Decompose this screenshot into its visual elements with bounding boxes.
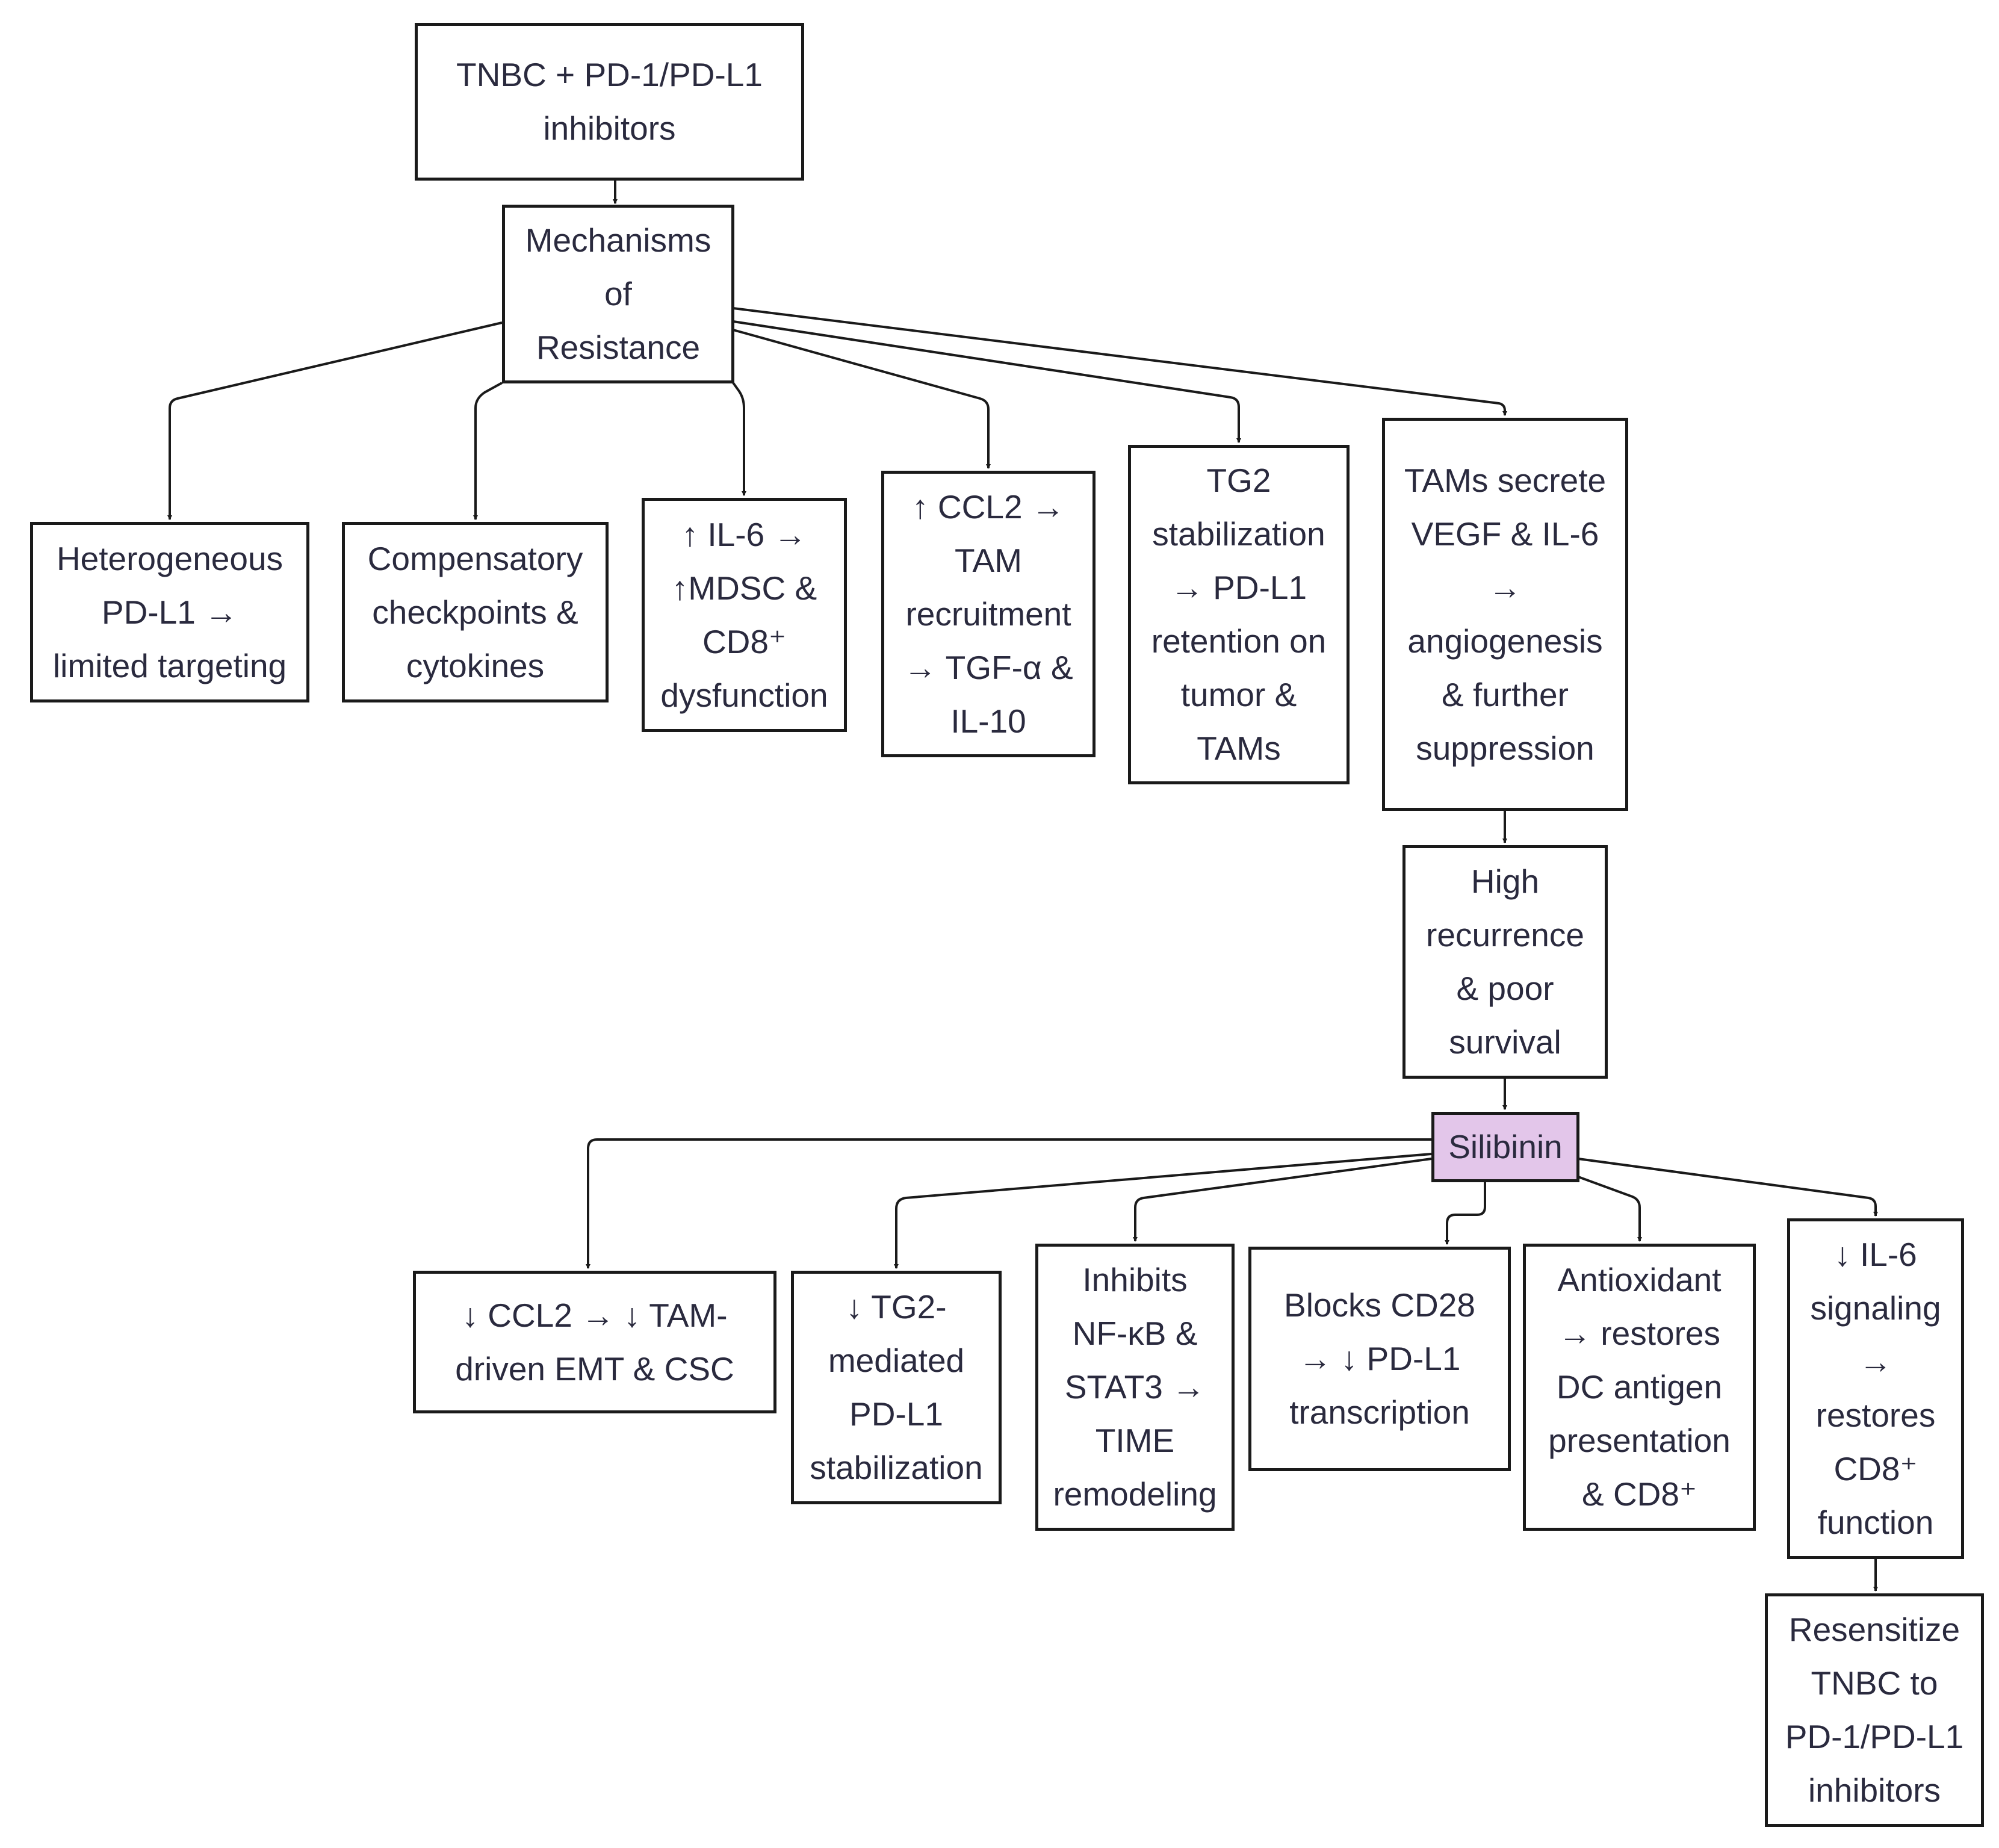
node-silibinin-label: Silibinin [1448, 1128, 1563, 1165]
node-tams-secrete: TAMs secrete VEGF & IL-6 → angiogenesis … [1382, 418, 1628, 811]
edge-silibinin-to-antioxidant [1578, 1176, 1642, 1242]
edge-silibinin-to-tg2-down [894, 1153, 1432, 1269]
edge-mechanisms-to-compensatory [473, 382, 503, 520]
node-inhibits-nfkb-label: Inhibits NF-κB & STAT3 → TIME remodeling [1053, 1261, 1217, 1513]
node-tg2-stabilization: TG2 stabilization → PD-L1 retention on t… [1128, 445, 1350, 784]
edge-silibinin-to-cd28 [1445, 1181, 1486, 1245]
node-mechanisms: Mechanisms of Resistance [502, 205, 734, 383]
node-inhibits-nfkb: Inhibits NF-κB & STAT3 → TIME remodeling [1035, 1244, 1235, 1531]
node-resensitize-label: Resensitize TNBC to PD-1/PD-L1 inhibitor… [1785, 1611, 1964, 1809]
edge-mechanisms-to-tg2 [733, 320, 1241, 443]
node-root: TNBC + PD-1/PD-L1 inhibitors [415, 23, 804, 181]
node-resensitize: Resensitize TNBC to PD-1/PD-L1 inhibitor… [1765, 1593, 1984, 1827]
node-tams-secrete-label: TAMs secrete VEGF & IL-6 → angiogenesis … [1404, 461, 1607, 767]
node-il6-mdsc-label: ↑ IL-6 → ↑MDSC & CD8⁺ dysfunction [660, 515, 828, 714]
node-mechanisms-label: Mechanisms of Resistance [525, 222, 711, 366]
node-il6-mdsc: ↑ IL-6 → ↑MDSC & CD8⁺ dysfunction [642, 498, 847, 732]
node-ccl2-down: ↓ CCL2 → ↓ TAM- driven EMT & CSC [413, 1271, 776, 1413]
node-compensatory-checkpoints-label: Compensatory checkpoints & cytokines [367, 539, 583, 684]
node-blocks-cd28: Blocks CD28 → ↓ PD-L1 transcription [1248, 1247, 1511, 1471]
node-heterogeneous-pdl1-label: Heterogeneous PD-L1 → limited targeting [52, 539, 287, 684]
node-ccl2-down-label: ↓ CCL2 → ↓ TAM- driven EMT & CSC [455, 1296, 734, 1388]
node-high-recurrence: High recurrence & poor survival [1402, 845, 1608, 1079]
edge-mechanisms-to-il6 [732, 382, 746, 496]
edge-mechanisms-to-tams [733, 307, 1507, 416]
node-silibinin: Silibinin [1431, 1112, 1579, 1182]
edge-silibinin-to-ccl2-down [586, 1138, 1431, 1269]
node-il6-down: ↓ IL-6 signaling → restores CD8⁺ functio… [1787, 1218, 1964, 1559]
node-ccl2-tam-label: ↑ CCL2 → TAM recruitment → TGF-α & IL-10 [903, 488, 1073, 740]
edge-silibinin-to-nfkb [1133, 1158, 1432, 1242]
node-tg2-down-label: ↓ TG2- mediated PD-L1 stabilization [810, 1288, 983, 1486]
node-heterogeneous-pdl1: Heterogeneous PD-L1 → limited targeting [30, 522, 309, 702]
node-blocks-cd28-label: Blocks CD28 → ↓ PD-L1 transcription [1284, 1286, 1475, 1431]
edge-mechanisms-to-heterogeneous [167, 321, 503, 520]
node-compensatory-checkpoints: Compensatory checkpoints & cytokines [342, 522, 609, 702]
node-ccl2-tam: ↑ CCL2 → TAM recruitment → TGF-α & IL-10 [881, 471, 1096, 757]
node-antioxidant-label: Antioxidant → restores DC antigen presen… [1548, 1261, 1731, 1513]
node-il6-down-label: ↓ IL-6 signaling → restores CD8⁺ functio… [1810, 1236, 1941, 1541]
node-high-recurrence-label: High recurrence & poor survival [1426, 863, 1584, 1061]
edge-mechanisms-to-ccl2 [733, 329, 991, 469]
node-tg2-down: ↓ TG2- mediated PD-L1 stabilization [791, 1271, 1002, 1504]
edge-silibinin-to-il6-down [1578, 1158, 1878, 1217]
node-antioxidant: Antioxidant → restores DC antigen presen… [1523, 1244, 1756, 1531]
node-root-label: TNBC + PD-1/PD-L1 inhibitors [456, 56, 763, 147]
node-tg2-stabilization-label: TG2 stabilization → PD-L1 retention on t… [1151, 462, 1327, 767]
